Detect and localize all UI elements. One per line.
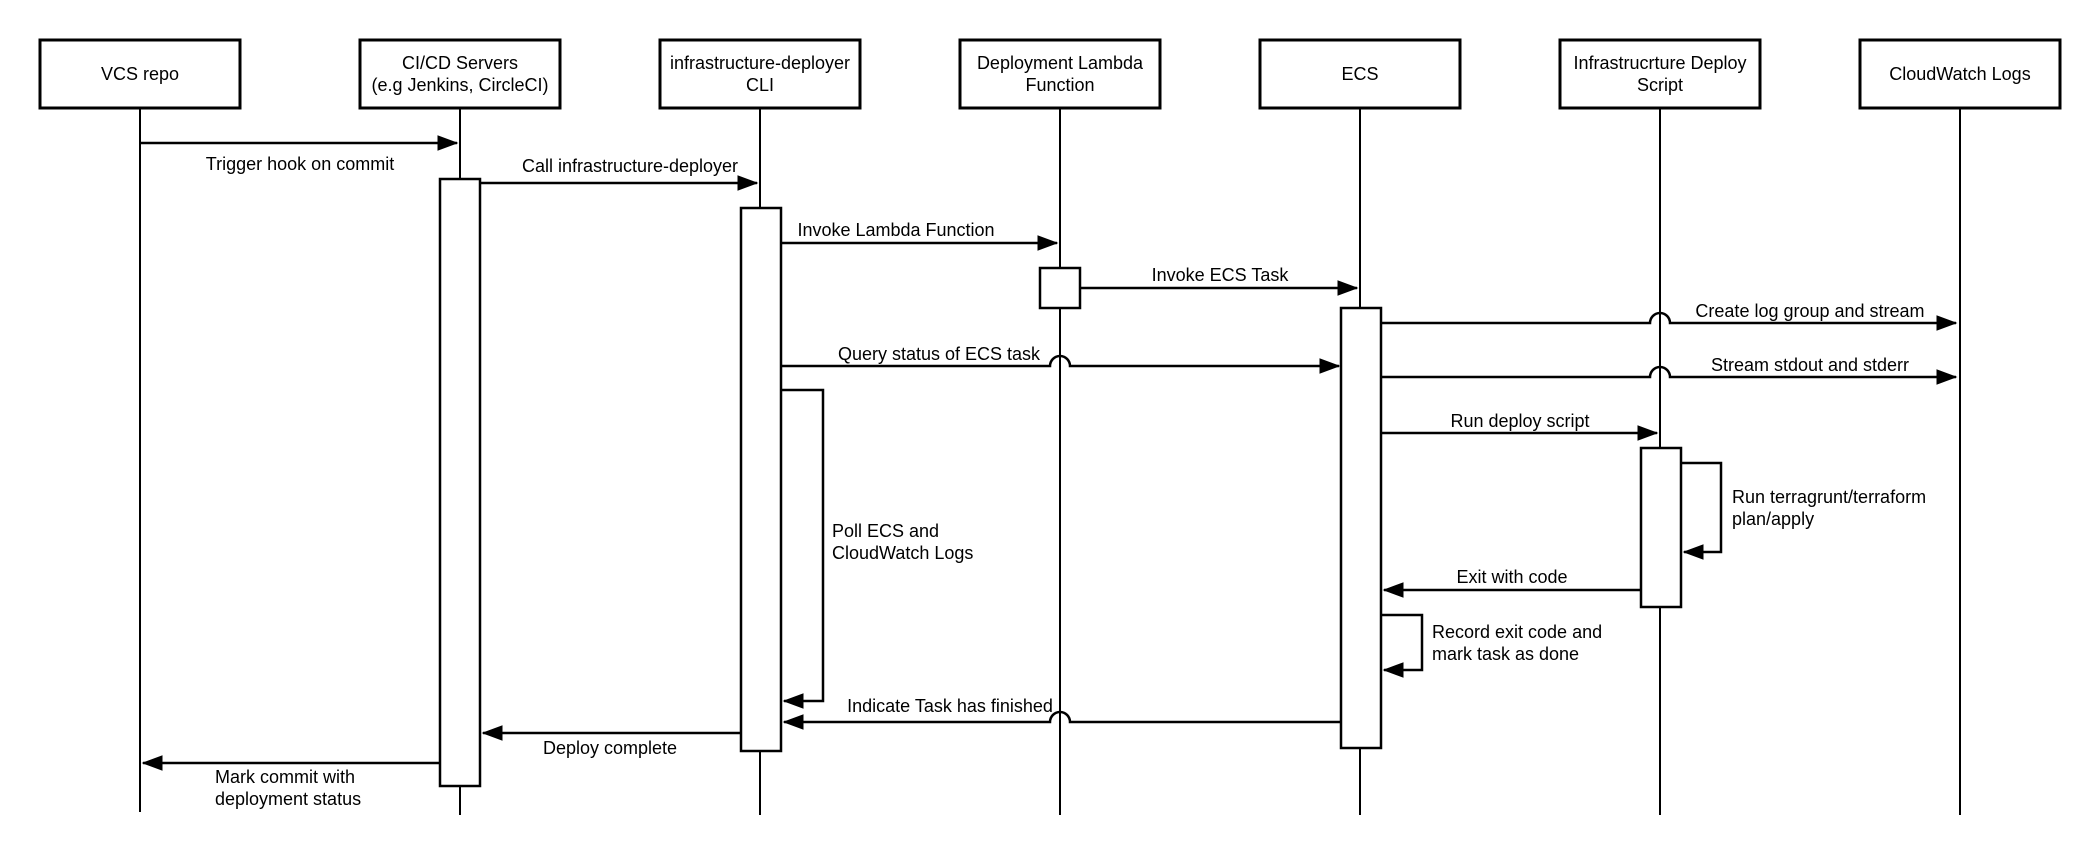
message-mark-commit-label-line2: deployment status bbox=[215, 789, 361, 809]
actor-cicd-servers: CI/CD Servers (e.g Jenkins, CircleCI) bbox=[358, 38, 562, 110]
actor-ecs: ECS bbox=[1258, 38, 1462, 110]
actor-deployment-lambda: Deployment Lambda Function bbox=[958, 38, 1162, 110]
actor-vcs-repo-label: VCS repo bbox=[101, 64, 179, 84]
message-exit-with-code-label: Exit with code bbox=[1456, 567, 1567, 587]
actor-cicd-servers-label-line2: (e.g Jenkins, CircleCI) bbox=[371, 75, 548, 95]
message-trigger-hook-label: Trigger hook on commit bbox=[206, 154, 394, 174]
message-create-log-group-arrow bbox=[1381, 311, 1958, 331]
message-arrows bbox=[140, 135, 1958, 771]
actor-deploy-script: Infrastrucrture Deploy Script bbox=[1558, 38, 1762, 110]
activation-infrastructure-deployer-cli bbox=[739, 206, 783, 753]
message-deploy-complete-label: Deploy complete bbox=[543, 738, 677, 758]
actor-ecs-box bbox=[1258, 38, 1462, 110]
activation-bars bbox=[438, 177, 1683, 788]
actor-infrastructure-deployer-cli-label-line2: CLI bbox=[746, 75, 774, 95]
actor-vcs-repo: VCS repo bbox=[38, 38, 242, 110]
message-stream-stdout-arrow bbox=[1381, 365, 1958, 385]
actor-deploy-script-box bbox=[1558, 38, 1762, 110]
message-run-terragrunt-self-loop bbox=[1681, 461, 1723, 560]
message-stream-stdout-label: Stream stdout and stderr bbox=[1711, 355, 1909, 375]
message-query-status-arrow bbox=[781, 354, 1341, 374]
message-poll-label-line1: Poll ECS and bbox=[832, 521, 939, 541]
message-record-exit-label-line1: Record exit code and bbox=[1432, 622, 1602, 642]
message-indicate-finished-label: Indicate Task has finished bbox=[847, 696, 1053, 716]
message-labels: Trigger hook on commit Call infrastructu… bbox=[206, 154, 1926, 809]
actor-infrastructure-deployer-cli-label-line1: infrastructure-deployer bbox=[670, 53, 850, 73]
message-indicate-finished-arrow bbox=[782, 710, 1341, 730]
activation-deployment-lambda bbox=[1038, 266, 1082, 310]
activation-cicd-servers bbox=[438, 177, 482, 788]
message-call-deployer-label: Call infrastructure-deployer bbox=[522, 156, 738, 176]
actor-head-boxes: VCS repo CI/CD Servers (e.g Jenkins, Cir… bbox=[38, 38, 2062, 110]
message-run-terragrunt-label-line2: plan/apply bbox=[1732, 509, 1814, 529]
message-query-status-label: Query status of ECS task bbox=[838, 344, 1041, 364]
actor-infrastructure-deployer-cli: infrastructure-deployer CLI bbox=[658, 38, 862, 110]
message-record-exit-self-loop bbox=[1381, 613, 1424, 678]
message-poll-label-line2: CloudWatch Logs bbox=[832, 543, 973, 563]
actor-vcs-repo-box bbox=[38, 38, 242, 110]
message-run-deploy-script-label: Run deploy script bbox=[1450, 411, 1589, 431]
message-invoke-ecs-task-label: Invoke ECS Task bbox=[1152, 265, 1290, 285]
actor-deployment-lambda-label-line1: Deployment Lambda bbox=[977, 53, 1144, 73]
message-create-log-group-label: Create log group and stream bbox=[1695, 301, 1924, 321]
activation-deploy-script bbox=[1639, 446, 1683, 609]
actor-cicd-servers-box bbox=[358, 38, 562, 110]
message-invoke-lambda-label: Invoke Lambda Function bbox=[797, 220, 994, 240]
actor-deployment-lambda-box bbox=[958, 38, 1162, 110]
message-record-exit-label-line2: mark task as done bbox=[1432, 644, 1579, 664]
actor-infrastructure-deployer-cli-box bbox=[658, 38, 862, 110]
actor-cloudwatch-logs: CloudWatch Logs bbox=[1858, 38, 2062, 110]
actor-cloudwatch-logs-box bbox=[1858, 38, 2062, 110]
actor-deploy-script-label-line2: Script bbox=[1637, 75, 1683, 95]
activation-ecs bbox=[1339, 306, 1383, 750]
actor-deploy-script-label-line1: Infrastrucrture Deploy bbox=[1573, 53, 1746, 73]
actor-cicd-servers-label-line1: CI/CD Servers bbox=[402, 53, 518, 73]
message-poll-self-loop bbox=[781, 388, 825, 709]
message-run-terragrunt-label-line1: Run terragrunt/terraform bbox=[1732, 487, 1926, 507]
actor-deployment-lambda-label-line2: Function bbox=[1025, 75, 1094, 95]
actor-cloudwatch-logs-label: CloudWatch Logs bbox=[1889, 64, 2030, 84]
message-mark-commit-label-line1: Mark commit with bbox=[215, 767, 355, 787]
actor-ecs-label: ECS bbox=[1341, 64, 1378, 84]
